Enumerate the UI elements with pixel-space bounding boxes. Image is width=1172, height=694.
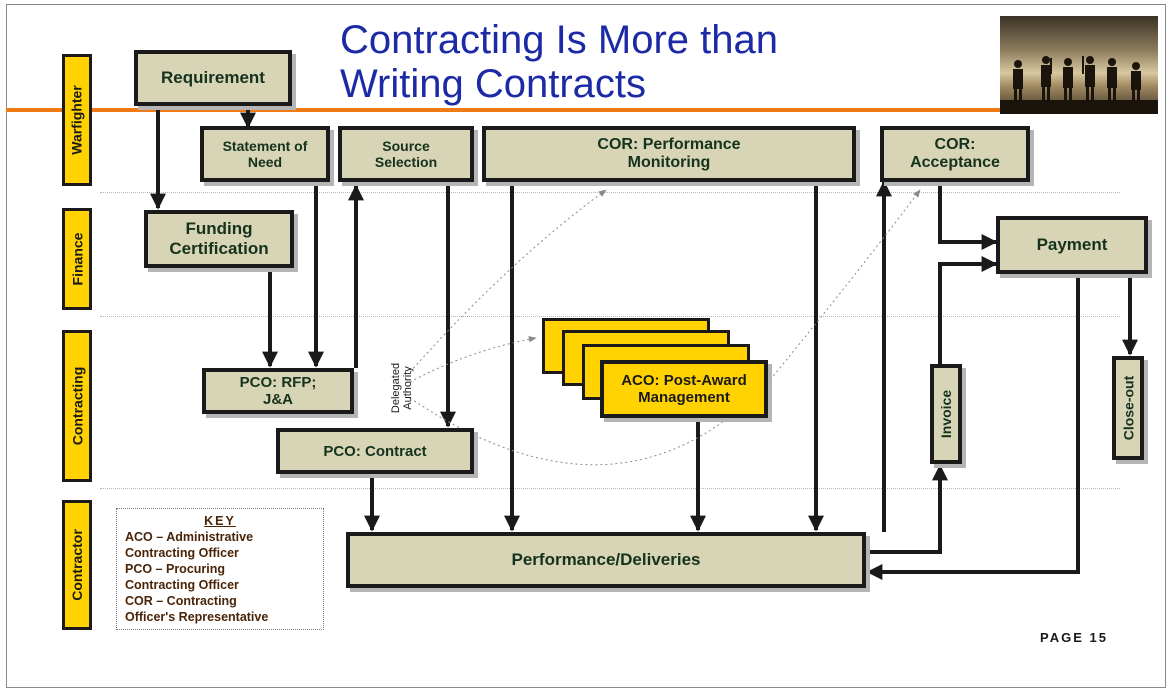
lane-label-warfighter: Warfighter — [62, 54, 92, 186]
accent-line — [6, 108, 1006, 112]
key-heading: KEY — [204, 514, 236, 528]
node-source-selection: Source Selection — [338, 126, 474, 182]
lane-divider — [100, 488, 1120, 489]
node-performance-deliveries: Performance/Deliveries — [346, 532, 866, 588]
arrow-performance-to-invoice — [866, 464, 948, 554]
delegation-to-cor-acceptance — [409, 189, 921, 466]
lane-label-contractor: Contractor — [62, 500, 92, 630]
node-requirement: Requirement — [134, 50, 292, 106]
node-statement-of-need: Statement of Need — [200, 126, 330, 182]
key-legend: KEY ACO – Administrative Contracting Off… — [116, 508, 324, 630]
node-aco-post-award: ACO: Post-Award Management — [600, 360, 768, 418]
node-cor-acceptance: COR: Acceptance — [880, 126, 1030, 182]
title-line-2: Writing Contracts — [340, 62, 647, 106]
arrow-invoice-to-payment — [938, 256, 998, 364]
slide-title: Contracting Is More than Writing Contrac… — [340, 18, 778, 106]
delegation-to-aco — [409, 336, 537, 383]
node-close-out: Close-out — [1112, 356, 1144, 460]
key-line: Officer's Representative — [125, 610, 269, 624]
node-invoice: Invoice — [930, 364, 962, 464]
key-line: Contracting Officer — [125, 546, 239, 560]
node-cor-performance-monitoring: COR: Performance Monitoring — [482, 126, 856, 182]
soldiers-photo — [1000, 16, 1158, 114]
key-line: PCO – Procuring — [125, 562, 226, 576]
slide-frame — [6, 4, 1166, 688]
lane-label-finance: Finance — [62, 208, 92, 310]
lane-label-contracting: Contracting — [62, 330, 92, 482]
key-line: COR – Contracting — [125, 594, 237, 608]
delegated-authority-label: Delegated Authority — [390, 362, 414, 414]
delegation-to-cor-monitoring — [409, 189, 607, 373]
key-line: ACO – Administrative — [125, 530, 254, 544]
lane-divider — [100, 316, 1120, 317]
arrow-acceptance-to-payment — [938, 184, 998, 250]
arrow-payment-to-performance — [866, 276, 1080, 580]
page-number: PAGE 15 — [1040, 630, 1108, 645]
lane-divider — [100, 192, 1120, 193]
title-line-1: Contracting Is More than — [340, 18, 778, 62]
node-funding-certification: Funding Certification — [144, 210, 294, 268]
node-pco-rfp: PCO: RFP; J&A — [202, 368, 354, 414]
node-payment: Payment — [996, 216, 1148, 274]
node-pco-contract: PCO: Contract — [276, 428, 474, 474]
key-line: Contracting Officer — [125, 578, 239, 592]
